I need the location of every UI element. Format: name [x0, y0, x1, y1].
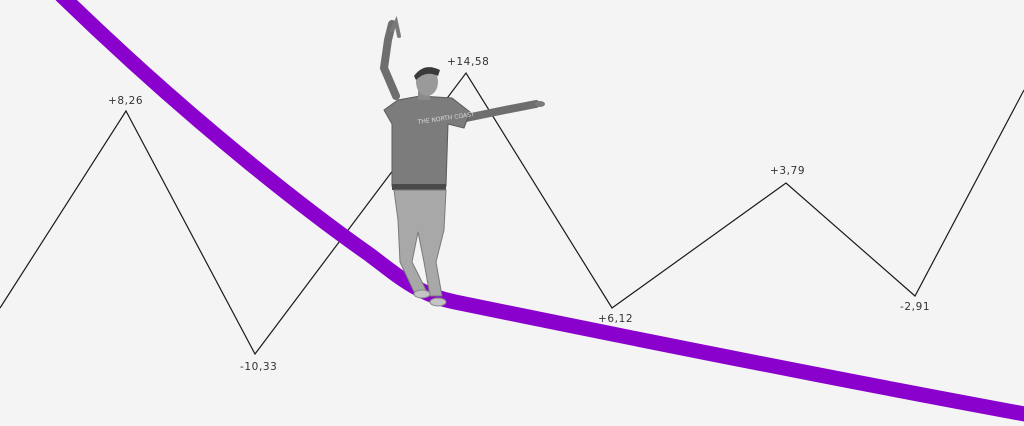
peak-label-2: +14,58 [447, 56, 489, 68]
zigzag-line [0, 71, 1024, 356]
peak-label-1: +8,26 [108, 95, 143, 107]
peak-label-3: +3,79 [770, 165, 805, 177]
tightrope-walker-figure: THE NORTH COAST [379, 16, 545, 307]
trough-label-2: +6,12 [598, 313, 633, 325]
tightrope [55, 0, 1024, 422]
trough-label-3: -2,91 [900, 301, 930, 313]
trough-label-1: -10,33 [240, 361, 277, 373]
